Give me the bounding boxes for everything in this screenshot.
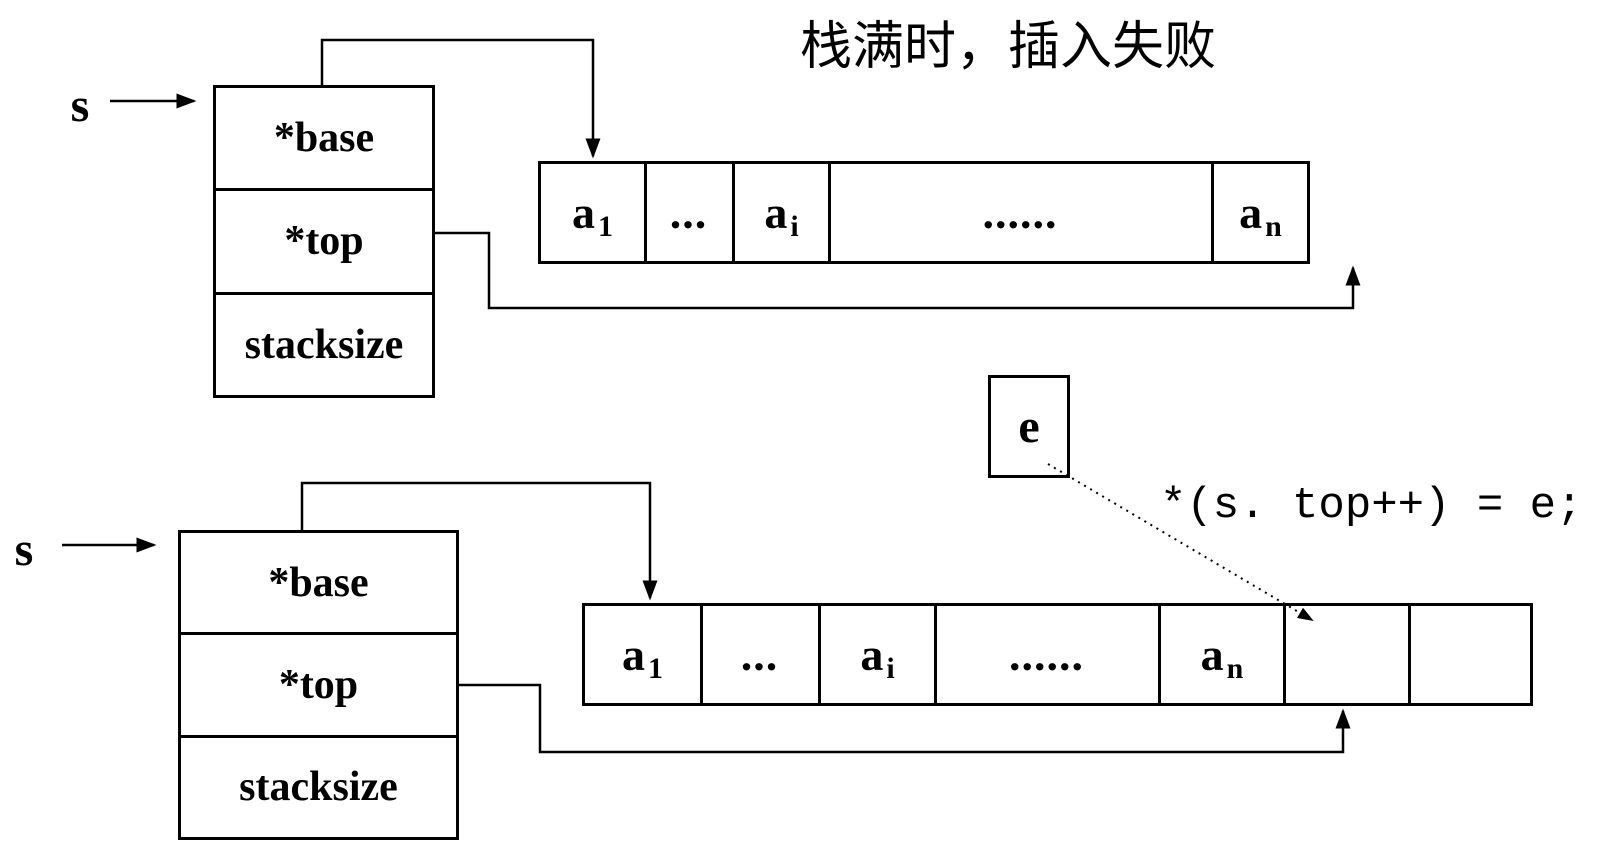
bottom-struct-field-top-label: *top (278, 661, 359, 708)
top-array-cell-a1-subscript: 1 (598, 209, 613, 243)
top-array-cell-long-ellipsis: ...... (828, 164, 1211, 261)
push-code-annotation: *(s. top++) = e; (1160, 481, 1583, 531)
element-e-label: e (1018, 400, 1040, 453)
top-array-cell-ellipsis: ... (644, 164, 732, 261)
element-e-box: e (988, 375, 1070, 478)
top-array-cell-a1-text: a (572, 186, 596, 238)
top-array-cell-long-ellipsis-text: ...... (982, 186, 1058, 238)
bottom-array-cell-empty-last (1408, 606, 1530, 703)
bottom-array-cell-a1-subscript: 1 (648, 651, 663, 685)
top-struct-field-top-label: *top (284, 218, 364, 265)
top-array-cell-ai-subscript: i (790, 209, 799, 243)
bottom-array-cell-long-ellipsis: ...... (934, 606, 1158, 703)
bottom-array-cell-long-ellipsis-text: ...... (1009, 628, 1084, 680)
bottom-stack-struct-box: *base *top stacksize (178, 530, 459, 840)
bottom-array-cell-ai-subscript: i (886, 651, 895, 685)
bottom-struct-field-top: *top (181, 632, 456, 734)
bottom-struct-field-base-label: *base (268, 559, 369, 606)
bottom-array-cell-empty-new (1283, 606, 1408, 703)
bottom-array-cell-ellipsis-text: ... (740, 628, 779, 680)
bottom-stack-pointer-label: s (14, 523, 34, 576)
top-array-cell-ai-text: a (764, 186, 789, 238)
top-array-cell-an-subscript: n (1265, 209, 1282, 243)
top-struct-field-top: *top (216, 188, 432, 291)
top-stack-struct-box: *base *top stacksize (213, 85, 435, 398)
top-struct-field-base-label: *base (273, 115, 375, 162)
bottom-array-cell-an-text: a (1200, 628, 1225, 680)
bottom-array-cell-a1-text: a (622, 628, 646, 680)
bottom-array-cell-an-subscript: n (1226, 651, 1244, 685)
bottom-struct-field-stacksize-label: stacksize (239, 764, 398, 811)
top-struct-field-base: *base (216, 88, 432, 188)
top-struct-field-stacksize-label: stacksize (244, 321, 404, 368)
top-array-cell-ellipsis-text: ... (669, 186, 708, 238)
bottom-struct-field-stacksize: stacksize (181, 734, 456, 837)
top-stack-pointer-label: s (70, 79, 90, 132)
bottom-struct-field-base: *base (181, 533, 456, 632)
bottom-array-cell-ai-text: a (860, 628, 885, 680)
bottom-array-cell-ellipsis: ... (700, 606, 818, 703)
slide-title: 栈满时，插入失败 (800, 19, 1217, 76)
top-array-cell-an-text: a (1239, 186, 1264, 238)
top-struct-field-stacksize: stacksize (216, 291, 432, 395)
